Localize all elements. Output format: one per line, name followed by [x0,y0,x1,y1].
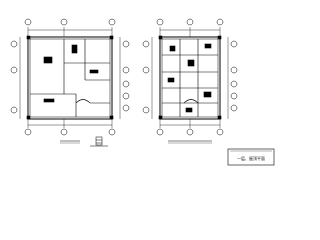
title-block-text: 一层、屋顶平面 [237,155,265,161]
right-caption [168,140,212,144]
left-dimensions [19,27,121,128]
right-plan [158,35,222,120]
right-grid-bubbles [142,18,238,136]
left-plan [26,35,114,120]
title-block: 一层、屋顶平面 [227,148,275,166]
drawing-sheet: 一层、屋顶平面 [10,18,275,166]
stair-detail [90,136,108,147]
left-grid-bubbles [10,18,130,136]
right-dimensions [151,27,229,128]
left-caption [60,140,80,144]
